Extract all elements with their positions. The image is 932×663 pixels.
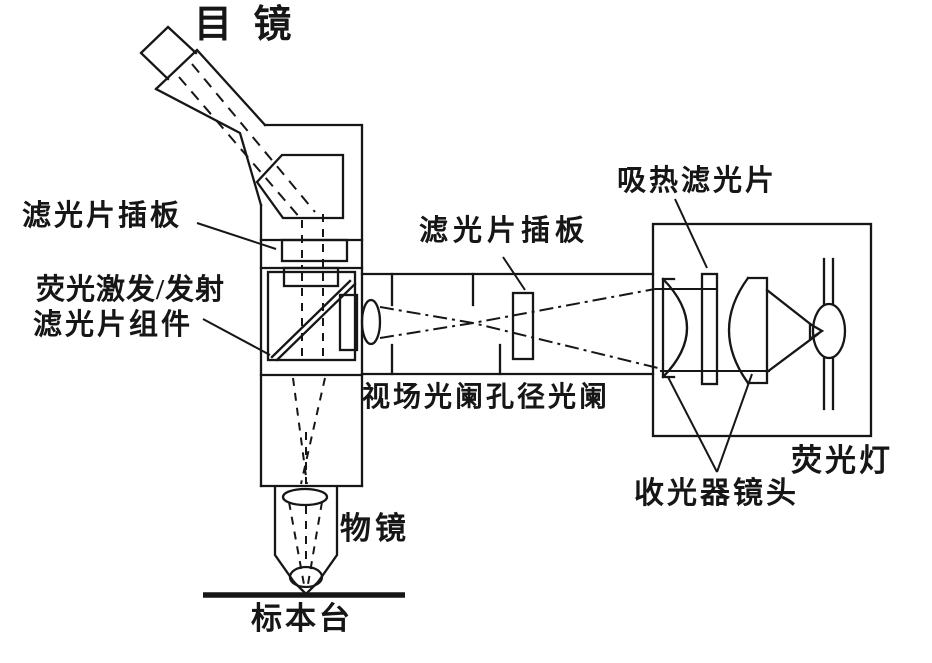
lamp-house — [651, 222, 873, 438]
filter-slider-plate-left — [280, 238, 349, 263]
heat-filter-plate — [700, 272, 719, 386]
lamp-electrode-wires — [822, 257, 835, 411]
label-diaphragms: 视场光阑孔径光阑 — [362, 382, 611, 413]
objective-front-lens — [288, 565, 324, 589]
pointer-fluor-assembly — [202, 318, 271, 356]
light-path — [178, 63, 718, 591]
illuminator-tube — [360, 272, 655, 376]
label-filter-slider-mid: 滤光片插板 — [419, 215, 590, 247]
dichroic-mirror — [270, 279, 357, 362]
lamp-bulb — [811, 302, 847, 360]
pointer-filter-slider-mid — [502, 256, 526, 291]
illuminator-lens — [360, 298, 382, 346]
head-top-right-outline — [263, 123, 364, 488]
excitation-filter-plate — [282, 266, 340, 288]
pointer-collector-lenses — [667, 373, 753, 473]
eyepiece-ray-b — [178, 76, 302, 220]
label-stage: 标本台 — [251, 601, 353, 636]
label-lamp: 荧光灯 — [791, 443, 893, 478]
label-objective: 物镜 — [340, 511, 410, 546]
pointer-heat-filter — [674, 198, 708, 269]
pointer-filter-slider-left — [196, 222, 277, 250]
eyepiece-ray-a — [191, 63, 316, 213]
label-heat-filter: 吸热滤光片 — [617, 165, 778, 197]
emission-filter-plate — [338, 293, 359, 352]
collector-lens-2 — [727, 276, 769, 385]
collector-lens-1 — [661, 277, 689, 379]
eyepiece-tube — [154, 48, 267, 207]
aperture-diaphragm-ticks — [471, 272, 502, 376]
illuminator-ray-lower — [379, 321, 659, 369]
vertical-ray-lower — [292, 377, 326, 485]
head-prism — [255, 153, 345, 220]
filter-slider-plate-mid — [511, 291, 535, 361]
label-pointers — [196, 198, 753, 473]
objective-barrel — [273, 486, 339, 584]
objective-assembly — [203, 486, 405, 598]
label-fluor-assembly-line1: 荧光激发/发射 — [36, 274, 226, 306]
label-fluor-assembly-line2: 滤光片组件 — [33, 309, 194, 341]
filter-cube-housing — [266, 270, 357, 362]
eyepiece-barrel — [139, 25, 198, 81]
objective-rear-lens — [281, 487, 329, 507]
lamp-housing-box — [651, 222, 873, 438]
label-collector: 收光器镜头 — [634, 477, 799, 510]
label-filter-slider-left: 滤光片插板 — [22, 200, 183, 232]
microscope-body — [139, 25, 382, 488]
label-eyepiece: 目 镜 — [194, 4, 298, 46]
